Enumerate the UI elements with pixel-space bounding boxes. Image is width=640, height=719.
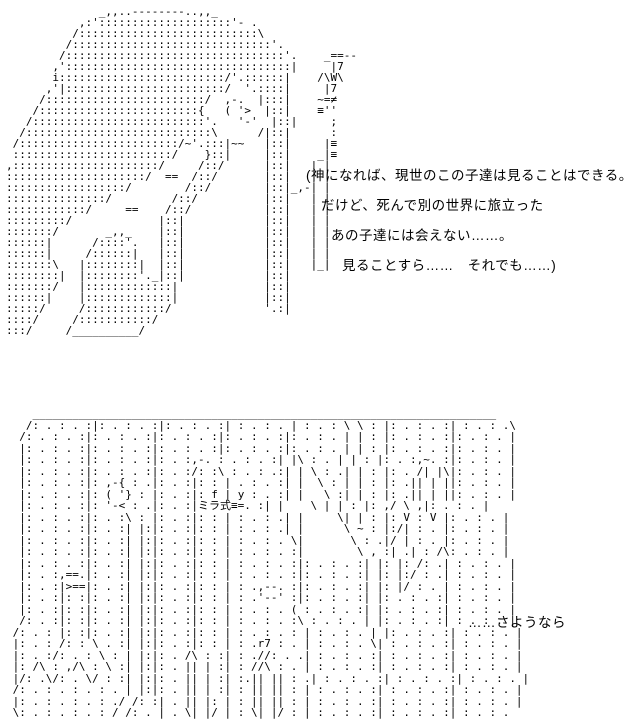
ascii-art-bottom-figure: ________________________________________… <box>12 407 530 719</box>
dialogue-line-4: 見ることすら…… それでも……) <box>342 258 557 273</box>
dialogue-line-2: だけど、死んで別の世界に旅立った <box>321 198 544 213</box>
dialogue-line-1: (神になれば、現世のこの子達は見ることはできる。 <box>306 168 633 183</box>
ascii-art-top-figure: _,,..--------..,,_ ,:'::::::::::::::::::… <box>6 5 357 337</box>
farewell-text: ……さようなら <box>468 615 566 630</box>
dialogue-line-3: あの子達には会えない……。 <box>331 228 513 243</box>
